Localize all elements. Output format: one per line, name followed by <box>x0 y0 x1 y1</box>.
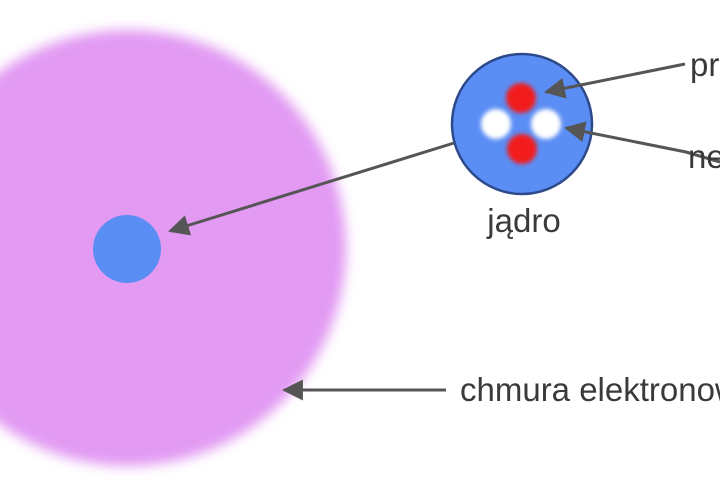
nucleus-circle <box>450 52 594 196</box>
proton-particle <box>506 83 536 113</box>
nucleus-enlarged <box>450 52 594 196</box>
nucleus-in-atom <box>93 215 161 283</box>
nucleus-arrow <box>167 141 455 236</box>
electron-cloud-label: chmura elektronowa <box>460 371 720 408</box>
neutron-particle <box>531 109 561 139</box>
proton-label: proton <box>690 46 720 83</box>
neutron-particle <box>481 109 511 139</box>
proton-arrow <box>543 62 686 99</box>
nucleus-label: jądro <box>486 202 560 239</box>
electron-cloud <box>0 30 346 466</box>
proton-particle <box>507 134 537 164</box>
neutron-label: neutron <box>688 138 720 175</box>
neutron-arrow <box>563 121 720 164</box>
